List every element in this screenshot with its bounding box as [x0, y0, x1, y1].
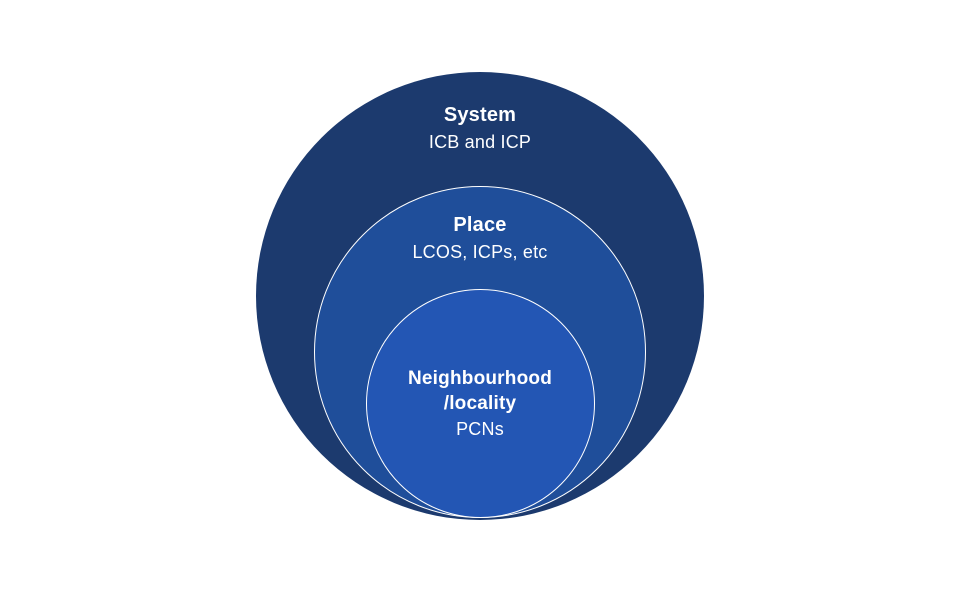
neighbourhood-sublabel: PCNs: [456, 419, 504, 439]
system-sublabel: ICB and ICP: [428, 132, 532, 152]
place-label: Place: [453, 214, 507, 236]
neighbourhood-label-line2: /locality: [443, 393, 517, 414]
place-label-group: Place LCOS, ICPs, etc: [330, 212, 630, 266]
place-sublabel: LCOS, ICPs, etc: [412, 242, 548, 262]
circle-neighbourhood: [366, 289, 595, 518]
system-label: System: [443, 104, 517, 126]
system-label-group: System ICB and ICP: [330, 102, 630, 156]
neighbourhood-label-group: Neighbourhood /locality PCNs: [330, 366, 630, 442]
neighbourhood-label-line1: Neighbourhood: [407, 368, 552, 389]
